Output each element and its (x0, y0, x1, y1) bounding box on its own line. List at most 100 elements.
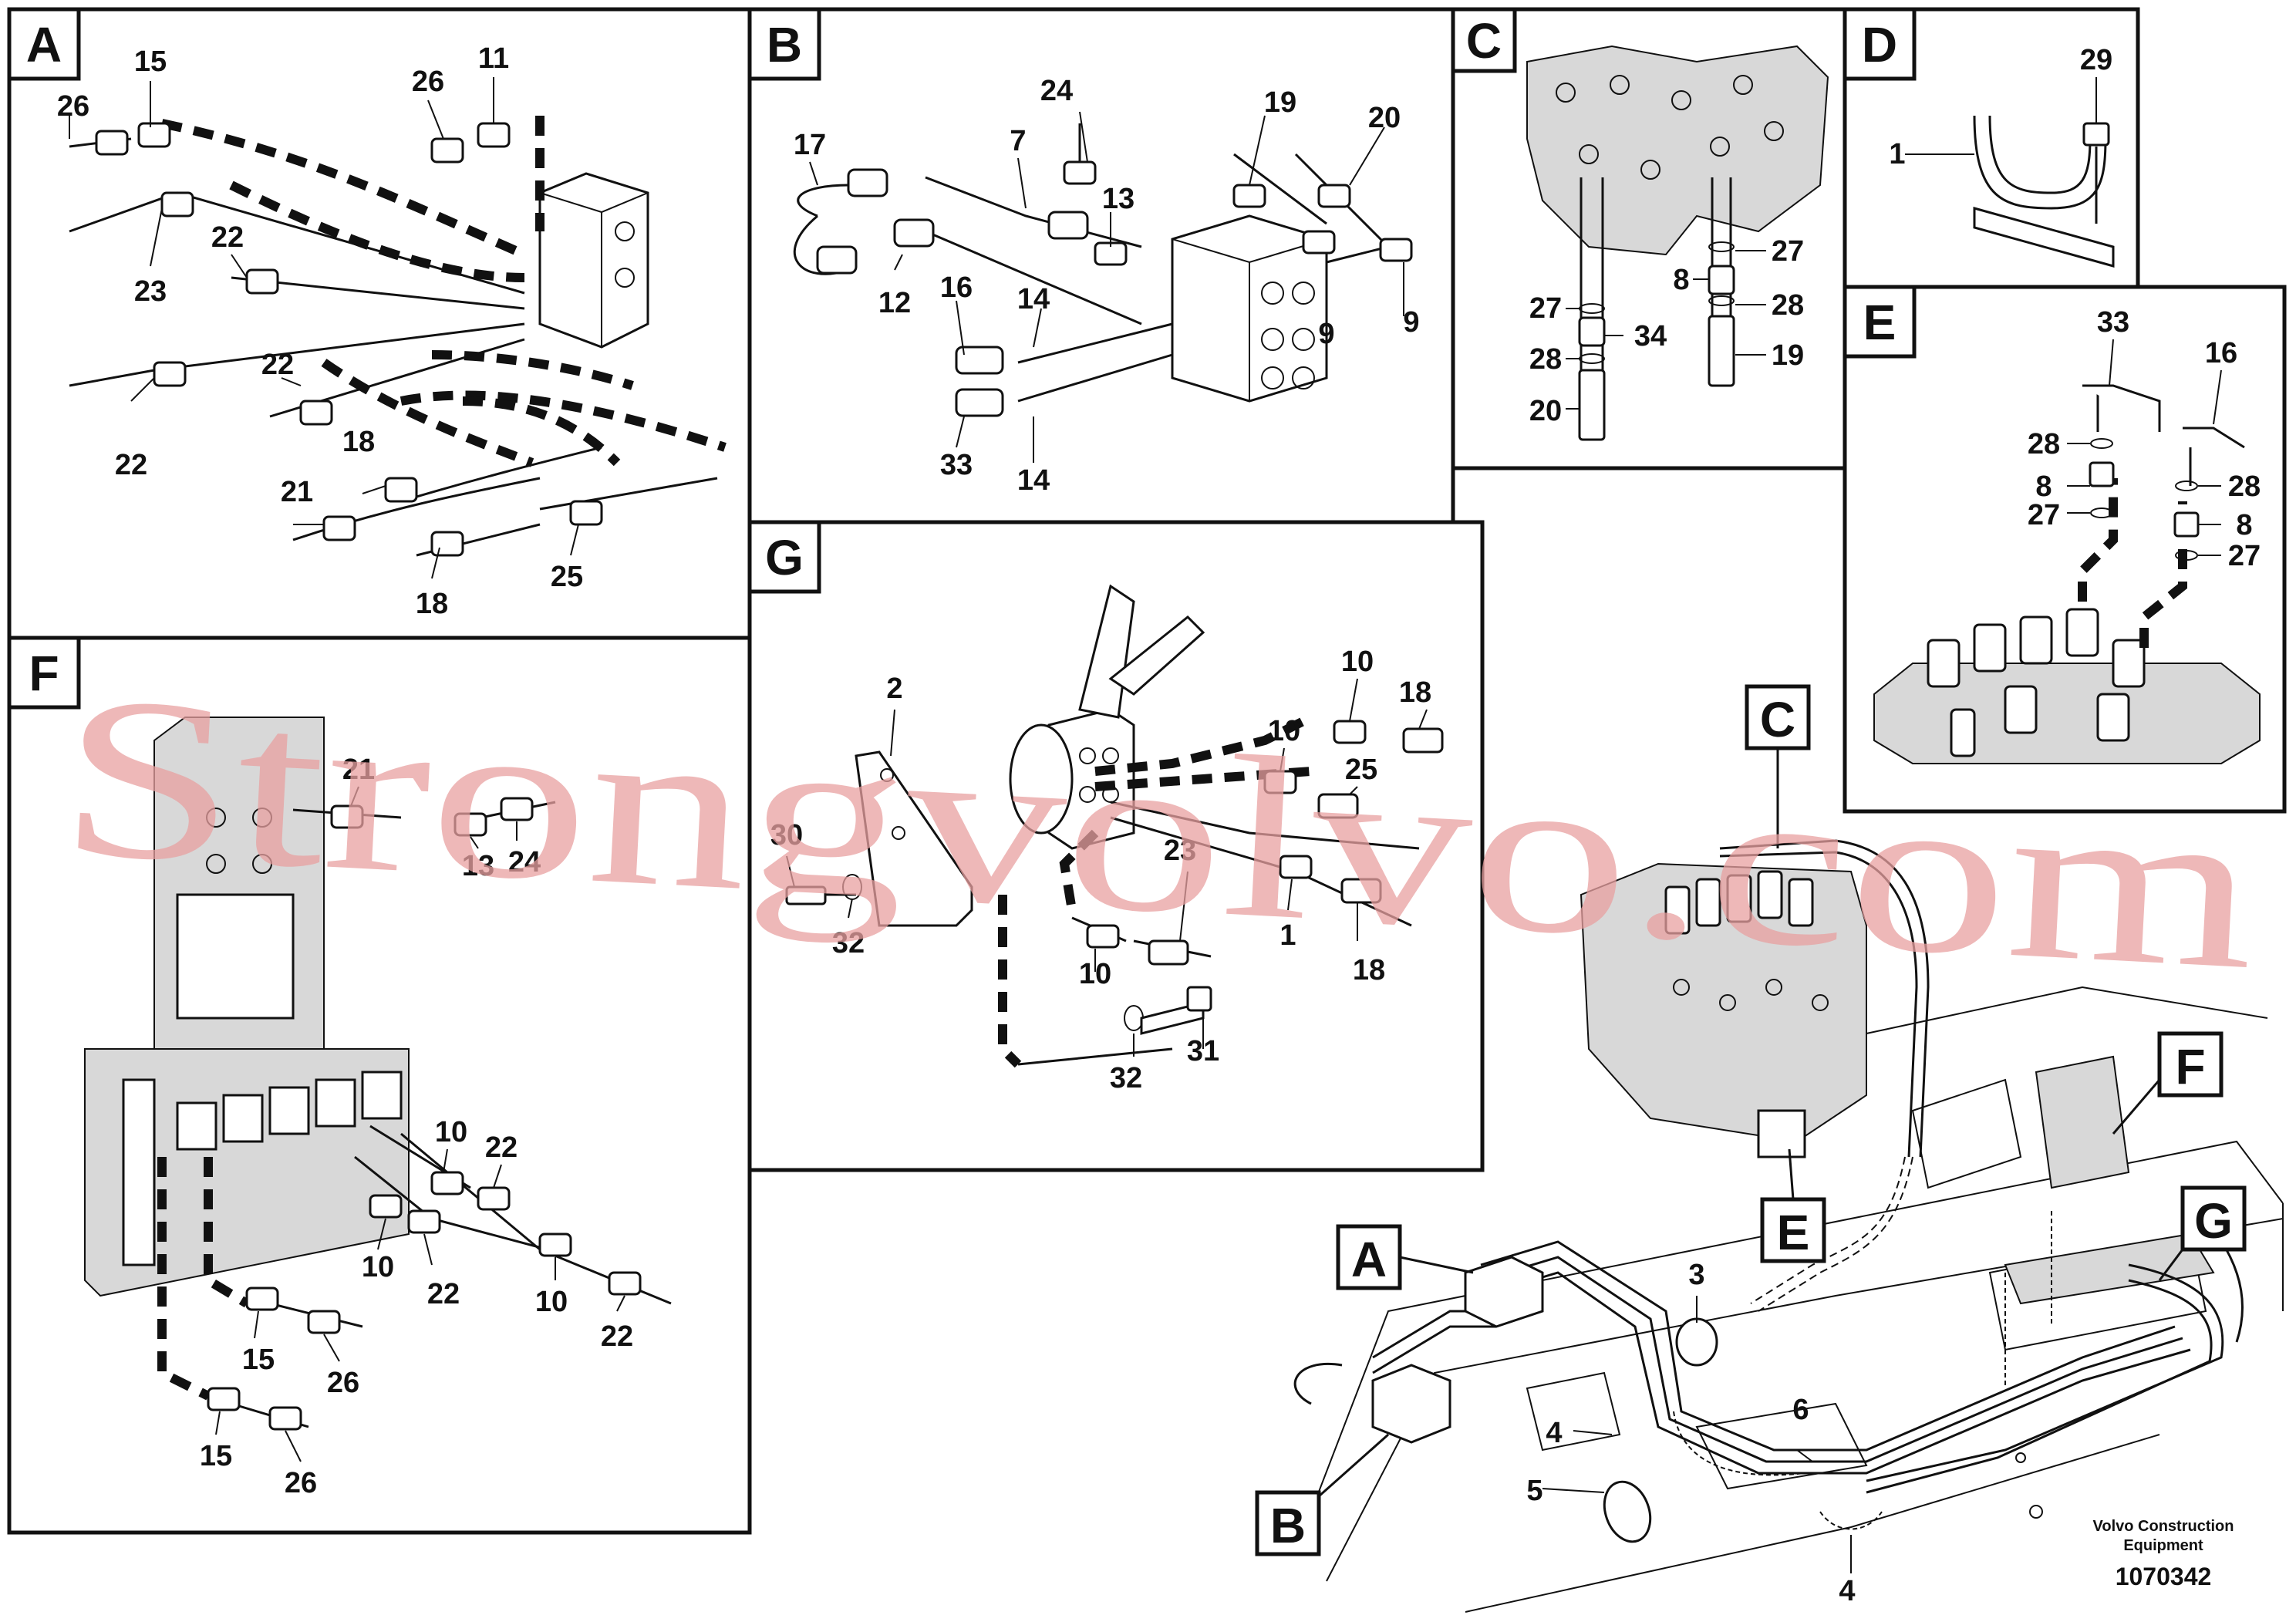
panel-label-d: D (1843, 7, 1917, 81)
panel-c-drawing: 27 8 28 27 34 28 19 20 (1526, 45, 1829, 441)
callout: 15 (200, 1440, 232, 1472)
overview-view-labels: C A B E F G (1255, 684, 2247, 1556)
callout: 11 (478, 42, 509, 75)
callout: 22 (601, 1320, 633, 1353)
panel-g-drawing: 2 10 18 10 25 30 23 32 10 1 18 32 31 (770, 584, 1444, 1094)
callout: 22 (427, 1278, 460, 1310)
callout: 8 (2035, 470, 2052, 503)
callout: 1 (1279, 919, 1296, 952)
callout: 8 (2236, 509, 2252, 541)
callout: 4 (1546, 1417, 1562, 1449)
callout: 15 (134, 46, 167, 78)
svg-text:F: F (2175, 1039, 2205, 1094)
callout: 7 (1010, 125, 1026, 157)
callout: 19 (1772, 339, 1804, 372)
callout: 10 (1268, 715, 1300, 747)
callout: 17 (794, 129, 826, 161)
callout: 20 (1368, 102, 1401, 134)
callout: 33 (2097, 306, 2129, 339)
callout: 29 (2080, 44, 2112, 76)
callout: 9 (1403, 306, 1419, 339)
callout: 22 (211, 221, 244, 254)
callout: 25 (551, 561, 583, 593)
callout: 19 (1264, 86, 1296, 119)
callout: 2 (886, 673, 902, 705)
panel-e-drawing: 33 16 28 8 28 27 8 27 (1873, 306, 2261, 764)
callout: 23 (134, 275, 167, 308)
panel-d-drawing: 29 1 (1889, 44, 2115, 268)
callout: 15 (242, 1344, 275, 1376)
callout: 10 (435, 1116, 467, 1148)
panel-label-b: B (747, 7, 821, 81)
callout: 16 (940, 271, 973, 304)
svg-text:A: A (1351, 1232, 1387, 1287)
callout: 10 (1341, 646, 1374, 678)
callout: 24 (1040, 75, 1073, 107)
callout: 28 (1529, 343, 1562, 376)
callout: 18 (1353, 954, 1385, 986)
callout: 27 (2028, 499, 2060, 531)
callout: 23 (1164, 835, 1196, 867)
callout: 26 (57, 90, 89, 123)
panel-label-g: G (747, 520, 821, 594)
panel-label-a: A (7, 7, 81, 81)
svg-text:C: C (1760, 692, 1795, 747)
callout: 24 (508, 846, 541, 878)
callout: 31 (1187, 1035, 1219, 1067)
callout: 9 (1318, 318, 1334, 350)
callout: 28 (2228, 470, 2261, 503)
callout: 26 (412, 66, 444, 98)
svg-text:B: B (1270, 1498, 1306, 1553)
callout: 12 (878, 287, 911, 319)
callout: 10 (362, 1251, 394, 1283)
svg-text:D: D (1862, 17, 1897, 73)
callout: 18 (1399, 676, 1431, 709)
callout: 28 (2028, 428, 2060, 460)
callout: 26 (285, 1467, 317, 1499)
callout: 6 (1792, 1394, 1809, 1426)
svg-text:E: E (1863, 295, 1896, 350)
panel-label-c: C (1451, 7, 1517, 73)
callout: 16 (2205, 337, 2237, 369)
company-name-line2: Equipment (2123, 1537, 2203, 1554)
callout: 14 (1017, 283, 1050, 315)
callout: 30 (770, 819, 803, 851)
svg-text:F: F (29, 646, 59, 701)
svg-text:G: G (2194, 1193, 2233, 1249)
callout: 22 (115, 449, 147, 481)
callout: 34 (1634, 320, 1667, 352)
panel-f-drawing: 21 13 24 10 22 10 22 10 22 15 26 15 26 (84, 717, 672, 1499)
callout: 28 (1772, 289, 1804, 322)
company-name-line1: Volvo Construction (2093, 1518, 2234, 1535)
callout: 33 (940, 449, 973, 481)
callout: 3 (1688, 1259, 1704, 1291)
panel-label-e: E (1843, 285, 1917, 359)
callout: 20 (1529, 395, 1562, 427)
panel-a-drawing: 26 15 26 11 23 22 22 22 18 21 18 25 (57, 42, 727, 620)
overview-callouts: 3 4 6 5 4 (1526, 1259, 1855, 1607)
callout: 32 (832, 927, 865, 959)
svg-text:B: B (767, 17, 802, 73)
callout: 14 (1017, 464, 1050, 497)
callout: 22 (261, 349, 294, 381)
callout: 18 (416, 588, 448, 620)
callout: 27 (2228, 540, 2261, 572)
callout: 8 (1673, 264, 1689, 296)
callout: 32 (1110, 1062, 1142, 1094)
svg-text:E: E (1777, 1205, 1810, 1260)
callout: 27 (1772, 235, 1804, 268)
drawing-number: 1070342 (2116, 1563, 2212, 1590)
drawing-footer: Volvo Construction Equipment 1070342 (2093, 1518, 2234, 1590)
callout: 10 (1079, 958, 1111, 990)
callout: 5 (1526, 1475, 1542, 1507)
callout: 10 (535, 1286, 568, 1318)
panel-frames (7, 7, 2287, 1535)
panel-label-f: F (7, 636, 81, 710)
overview-drawing (1293, 839, 2284, 1613)
callout: 22 (485, 1131, 518, 1164)
callout: 25 (1345, 754, 1377, 786)
panel-b-drawing: 24 17 7 13 19 20 12 16 14 9 9 33 14 (794, 75, 1420, 497)
callout: 26 (327, 1367, 359, 1399)
svg-text:A: A (26, 17, 62, 73)
